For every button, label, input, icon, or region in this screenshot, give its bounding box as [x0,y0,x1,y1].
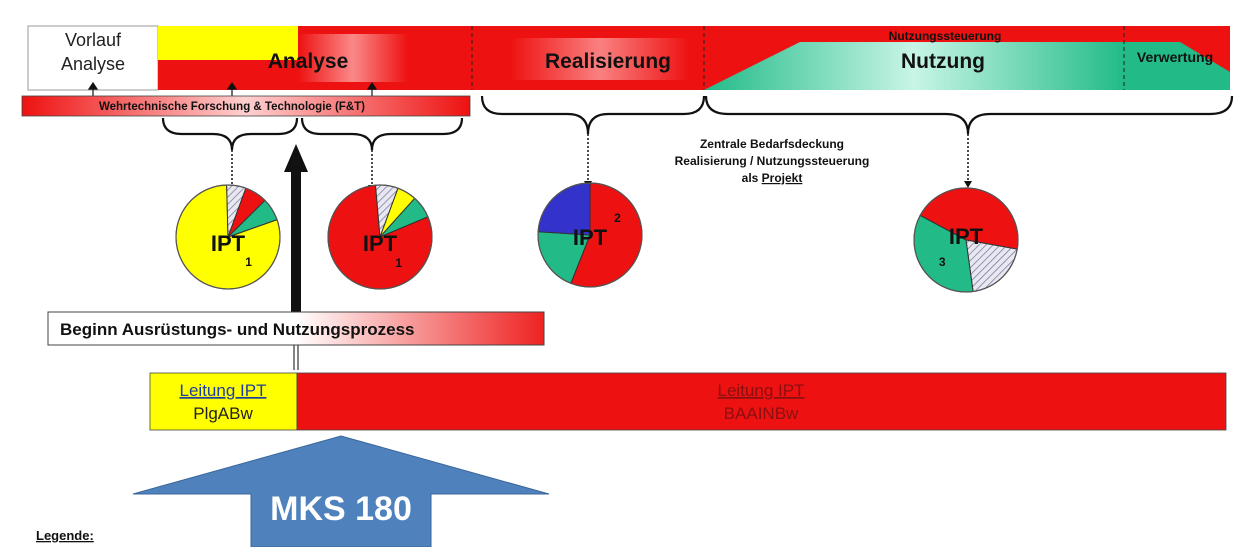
leitung-left-box [149,372,298,431]
phase-nutzung-trapezoid [704,42,1124,90]
pie-3-number: 2 [614,211,621,225]
vorlauf-label-2: Analyse [61,54,125,74]
realisierung-glow [510,38,690,80]
pie-4-label: IPT [949,224,984,249]
nutzung-label: Nutzung [901,50,985,73]
brace-4 [704,95,1234,135]
pie-1-number: 1 [245,255,252,269]
phase-vorlauf [27,25,159,91]
pie-4-number: 3 [939,255,946,269]
pie-1-label: IPT [211,231,246,256]
central-note-line1: Zentrale Bedarfsdeckung [700,137,844,151]
small-up-arrows [87,81,378,96]
process-start-box [47,311,545,346]
pie-3-label: IPT [573,225,608,250]
realisierung-label: Realisierung [545,50,671,73]
brace-2 [300,117,464,151]
brace-3 [480,95,706,135]
central-note-line3: als Projekt [742,171,803,185]
ft-bar [21,95,471,117]
nutzungssteuerung-label: Nutzungssteuerung [889,29,1002,43]
process-start-label: Beginn Ausrüstungs- und Nutzungsprozess [60,320,414,339]
analyse-glow [298,34,408,82]
mks-arrow [132,435,550,547]
dotted-arrows [231,134,969,186]
brace-1 [161,117,299,151]
legend-title: Legende: [36,528,94,543]
pie-3-outline [537,182,643,288]
verwertung-label: Verwertung [1137,49,1213,65]
central-note-line2: Realisierung / Nutzungssteuerung [675,154,870,168]
leitung-right-org: BAAINBw [724,404,799,423]
phase-bar: Vorlauf Analyse Analyse Realisierung Nut… [27,25,1230,96]
vorlauf-label-1: Vorlauf [65,30,122,50]
analyse-label: Analyse [268,50,349,73]
pie-1-outline [175,184,281,290]
pie-2-label: IPT [363,231,398,256]
central-note-prefix: als [742,171,762,185]
leitung-left-org: PlgABw [193,404,253,423]
ft-bar-label: Wehrtechnische Forschung & Technologie (… [99,101,365,113]
pie-4-outline [913,187,1019,293]
leitung-left-title: Leitung IPT [180,381,267,400]
central-note-projekt: Projekt [762,171,803,185]
pie-2-number: 1 [395,256,402,270]
phase-analyse-yellow [158,26,298,60]
leitung-right-box [296,372,1227,431]
pie-2-outline [327,184,433,290]
leitung-right-title: Leitung IPT [718,381,805,400]
phase-analyse-red-left [158,60,298,90]
mks-arrow-label: MKS 180 [270,490,412,528]
phase-verwertung-green [1124,42,1230,90]
